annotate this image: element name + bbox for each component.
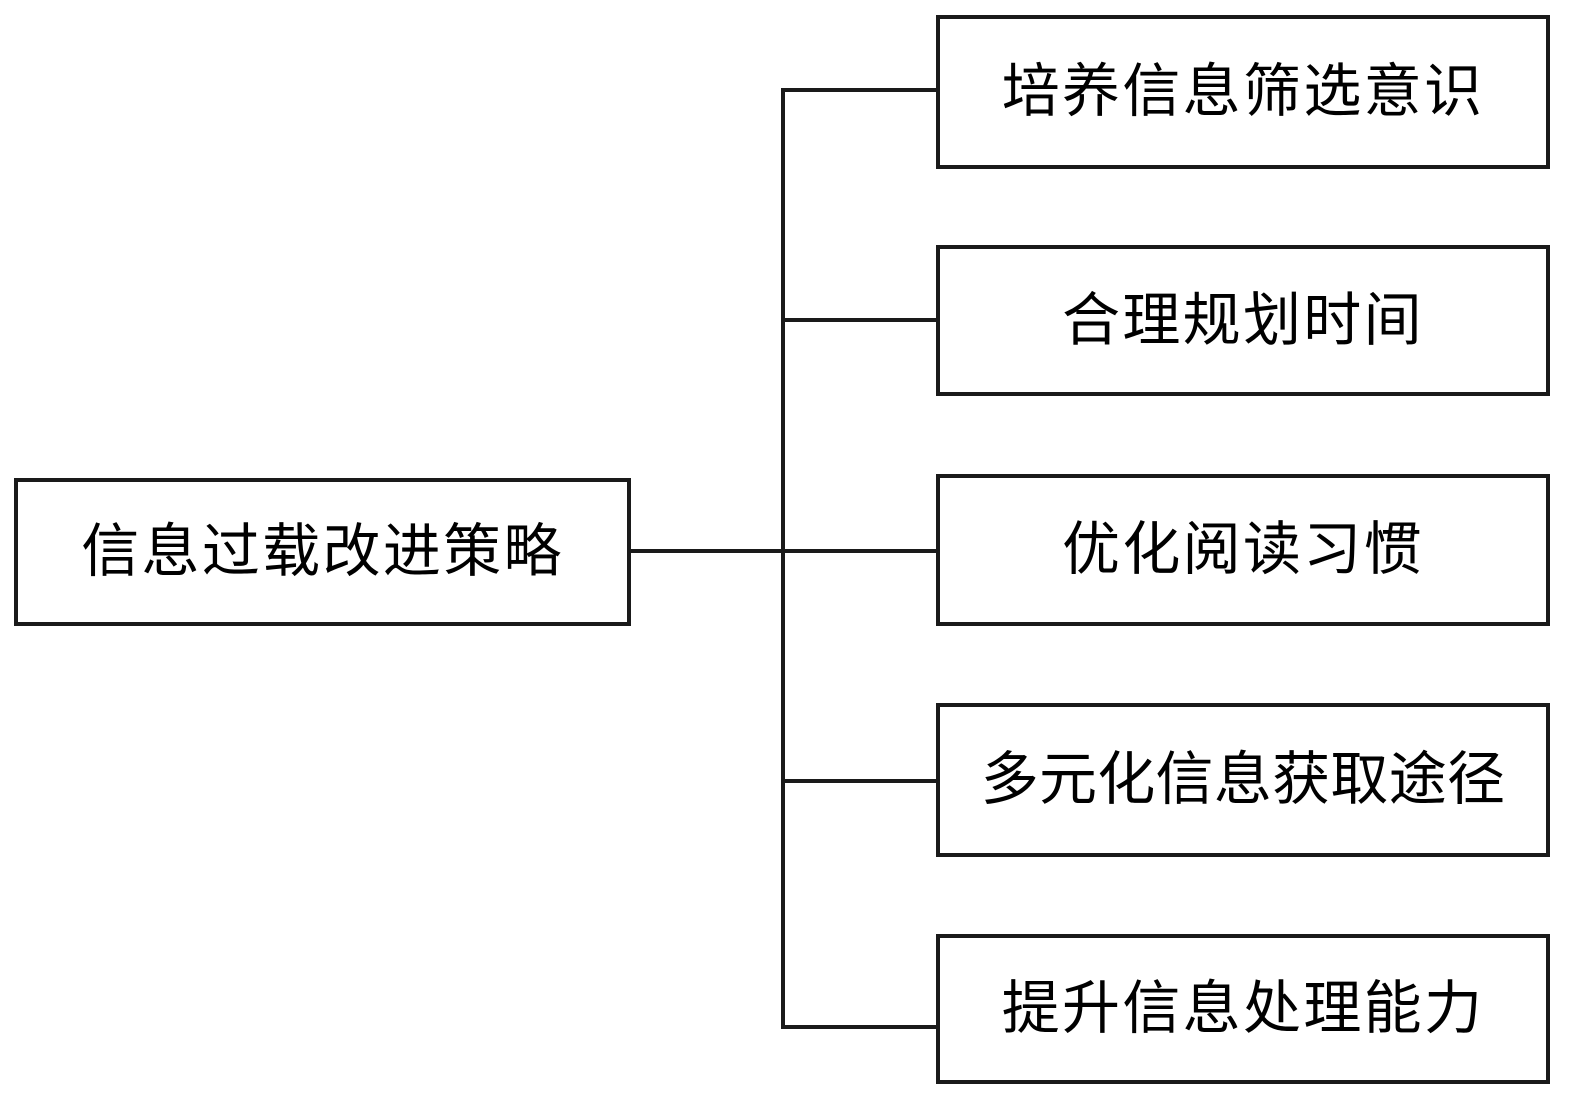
child-node-label: 提升信息处理能力 [1001, 976, 1485, 1041]
child-node-cultivate-filtering-awareness[interactable]: 培养信息筛选意识 [936, 15, 1550, 169]
connector-vertical-spine [781, 89, 785, 1029]
connector-branch-3 [781, 549, 938, 553]
child-node-label: 培养信息筛选意识 [1001, 59, 1485, 124]
connector-branch-2 [781, 318, 938, 322]
root-node-label: 信息过载改进策略 [81, 519, 564, 584]
child-node-diversify-information-channels[interactable]: 多元化信息获取途径 [936, 703, 1550, 857]
child-node-label: 多元化信息获取途径 [980, 747, 1506, 812]
connector-branch-5 [781, 1025, 938, 1029]
root-node[interactable]: 信息过载改进策略 [14, 478, 631, 626]
connector-root-to-spine [629, 549, 785, 553]
connector-branch-4 [781, 779, 938, 783]
child-node-improve-processing-ability[interactable]: 提升信息处理能力 [936, 934, 1550, 1084]
child-node-optimize-reading-habits[interactable]: 优化阅读习惯 [936, 474, 1550, 626]
child-node-label: 合理规划时间 [1062, 287, 1424, 353]
connector-branch-1 [781, 88, 938, 92]
child-node-label: 优化阅读习惯 [1062, 517, 1424, 582]
child-node-plan-time-reasonably[interactable]: 合理规划时间 [936, 245, 1550, 396]
